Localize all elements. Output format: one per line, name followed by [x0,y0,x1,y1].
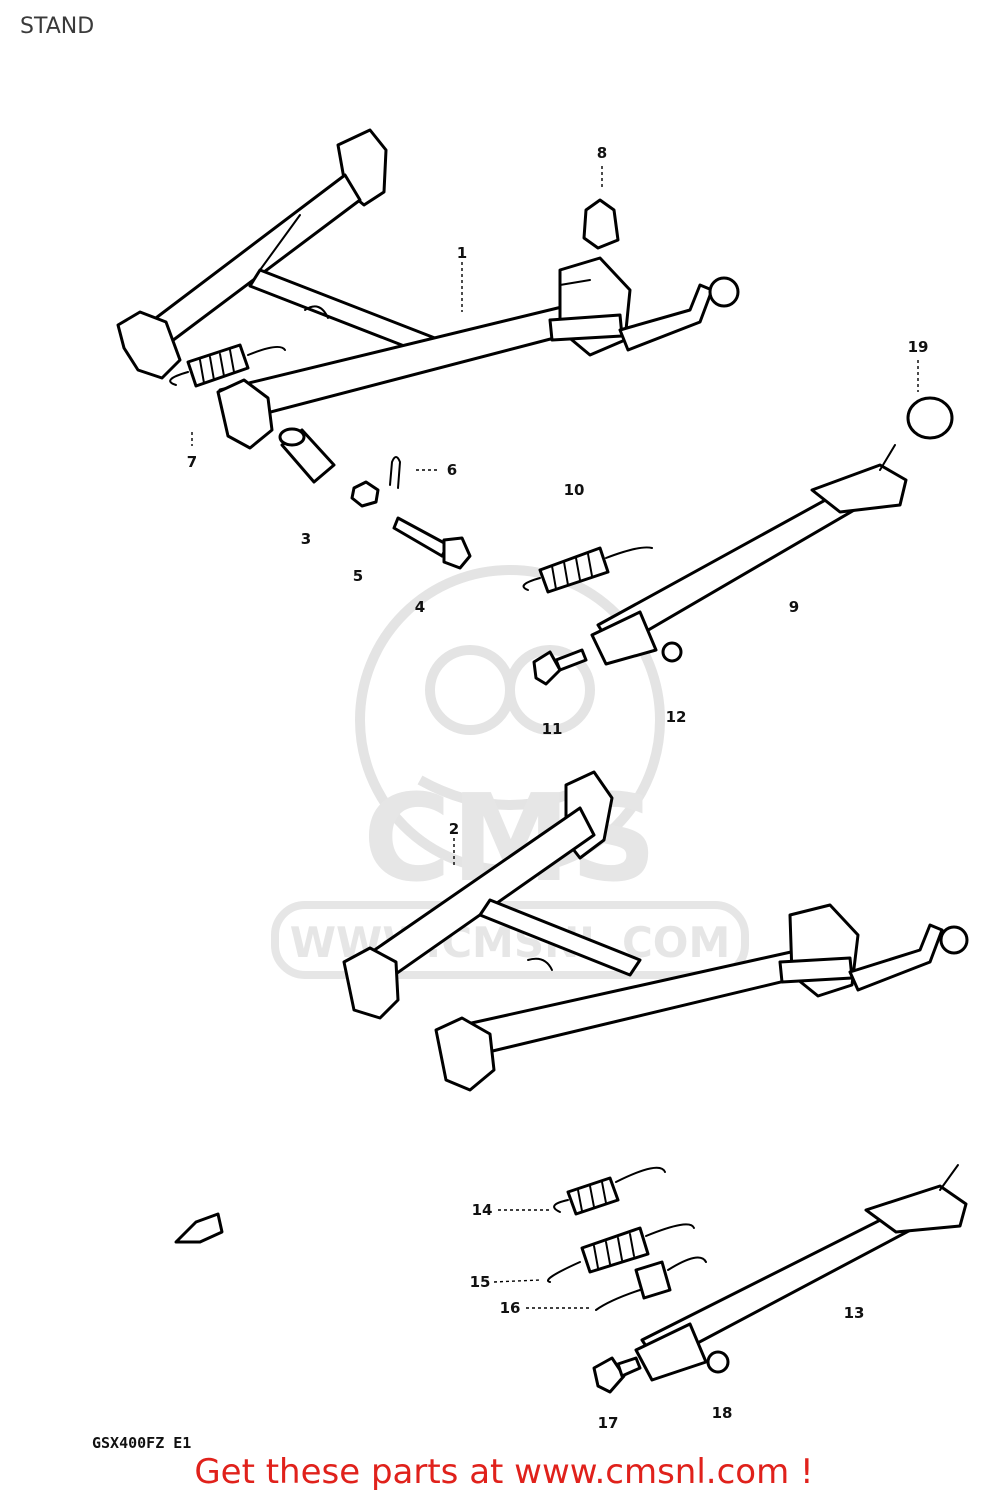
part-17-bolt [592,1356,642,1394]
callout-3: 3 [301,530,311,548]
callout-9: 9 [789,598,799,616]
callout-14: 14 [472,1201,493,1219]
part-6-cotter-pin [389,456,402,489]
part-13-side-stand [634,1164,968,1382]
callout-4: 4 [415,598,425,616]
callout-5: 5 [353,567,363,585]
part-2-center-stand [342,770,969,1092]
callout-6: 6 [447,461,457,479]
model-code: GSX400FZ E1 [92,1434,191,1452]
part-5-nut [350,480,380,508]
part-19-rubber [906,396,954,440]
part-1-center-stand [116,128,740,450]
part-15-spring [547,1223,695,1283]
part-3-collar [278,427,336,484]
page-title: STAND [20,14,95,39]
callout-10: 10 [564,481,585,499]
footer-promo-link[interactable]: Get these parts at www.cmsnl.com ! [194,1452,814,1492]
leader-lines [191,166,919,1309]
callout-12: 12 [666,708,687,726]
callout-1: 1 [457,244,467,262]
part-9-side-stand [590,444,908,666]
part-10-spring [522,546,653,594]
callout-17: 17 [598,1414,619,1432]
part-8-cap [582,198,620,250]
callout-8: 8 [597,144,607,162]
callout-labels: 1 2 3 4 5 6 7 8 9 10 11 12 13 14 15 16 1… [187,144,929,1432]
callout-15: 15 [470,1273,491,1291]
part-7-spring [169,343,286,388]
callout-19: 19 [908,338,929,356]
callout-2: 2 [449,820,459,838]
callout-13: 13 [844,1304,865,1322]
callout-18: 18 [712,1404,733,1422]
part-11-bolt [532,648,588,686]
front-arrow-icon [174,1212,224,1244]
part-14-spring [553,1166,666,1216]
part-12-nut [661,641,683,663]
callout-11: 11 [542,720,563,738]
part-4-bolt [392,516,472,570]
part-16-spring [595,1256,707,1311]
callout-7: 7 [187,453,197,471]
callout-16: 16 [500,1299,521,1317]
part-18-nut [706,1350,730,1374]
